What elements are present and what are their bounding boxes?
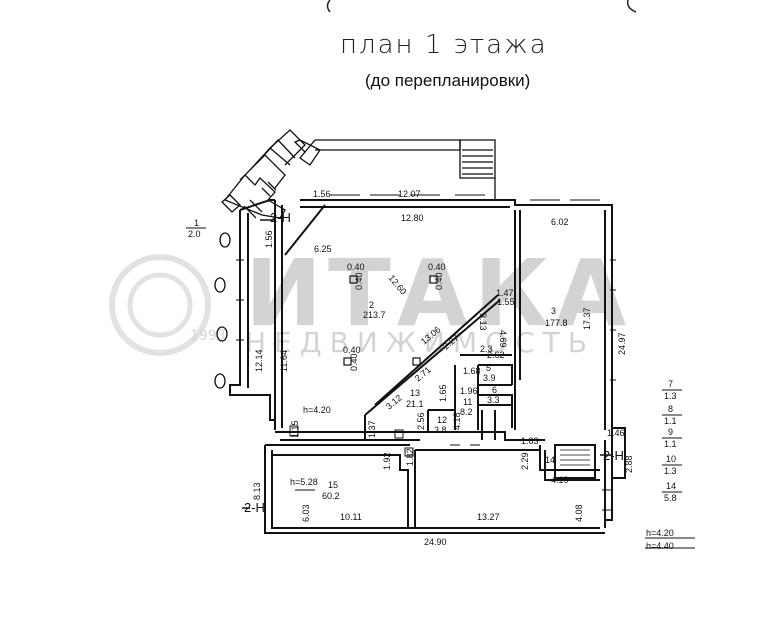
room-num: 12 <box>437 415 447 425</box>
dim-4-69: 4.69 <box>498 330 508 348</box>
room-area: 3.9 <box>483 373 496 383</box>
corner-arc-right <box>626 0 637 13</box>
col-mark: 0.40 <box>354 272 364 290</box>
dim-1-96: 1.96 <box>460 386 478 396</box>
marker-2h-bottom: 2-Н <box>244 500 265 515</box>
room-area: 21.1 <box>406 399 424 409</box>
dim-11-64: 11.64 <box>279 350 289 372</box>
room-num: 13 <box>410 388 420 398</box>
dim-1-55: 1.55 <box>497 297 515 307</box>
dim-2-56: 2.56 <box>416 412 426 430</box>
legend-num: 10 <box>666 454 676 464</box>
col-mark: 0.40 <box>428 262 446 272</box>
legend-area: 1.1 <box>664 439 677 449</box>
dim-4-18: 4.18 <box>452 412 462 430</box>
dim-1-82: 1.82 <box>405 448 415 466</box>
watermark-brand: ИТАКА <box>245 240 632 347</box>
doors <box>289 425 480 457</box>
dim-3-13: 3.13 <box>478 313 488 331</box>
height-basement: h=5.28 <box>290 477 318 487</box>
entrance-staircase <box>221 129 496 219</box>
dim-12-14: 12.14 <box>254 349 264 372</box>
plan-title: план 1 этажа <box>340 30 548 60</box>
dim-1-56-top: 1.56 <box>313 189 331 199</box>
height-main: h=4.20 <box>303 405 331 415</box>
dim-4-19: 4.19 <box>551 475 569 485</box>
dim-1-15: 1.15 <box>290 420 300 438</box>
room-num: 5 <box>486 363 491 373</box>
room-num: 15 <box>328 480 338 490</box>
room-num: 11 <box>463 397 472 407</box>
marker-2h-right: 2-Н <box>603 448 624 463</box>
room-num: 6 <box>492 385 497 395</box>
room-num: 3 <box>551 306 556 316</box>
corner-arc-left <box>326 0 331 13</box>
legend-area: 1.1 <box>664 416 677 426</box>
room-num: 1 <box>194 218 199 228</box>
dim-1-37: 1.37 <box>367 420 377 438</box>
height-legend-b: h=4.40 <box>646 541 674 551</box>
col-mark: 0.40 <box>347 262 365 272</box>
legend-area: 1.3 <box>664 391 677 401</box>
room-area: 3.8 <box>434 425 447 435</box>
legend-num: 8 <box>668 404 673 414</box>
dim-10-11: 10.11 <box>340 512 362 522</box>
legend-num: 9 <box>668 427 673 437</box>
dim-1-65: 1.65 <box>438 384 448 402</box>
watermark-tagline: НЕДВИЖИМОСТЬ <box>245 326 595 359</box>
room-area: 8.2 <box>460 407 473 417</box>
legend-num: 14 <box>666 481 676 491</box>
legend-num: 7 <box>668 379 673 389</box>
dim-6-02: 6.02 <box>551 217 569 227</box>
dim-1-56-left: 1.56 <box>264 230 274 248</box>
dim-24-90: 24.90 <box>424 537 447 547</box>
plan-subtitle: (до перепланировки) <box>365 71 531 90</box>
dim-13-27: 13.27 <box>477 512 500 522</box>
dim-24-97: 24.97 <box>617 332 627 355</box>
col-mark: 0.40 <box>434 272 444 290</box>
dim-17-37: 17.37 <box>582 307 592 330</box>
stair-treads <box>560 449 590 471</box>
dim-6-03: 6.03 <box>301 504 311 522</box>
marker-2h-top: 2-Н <box>270 210 291 225</box>
room-area: 60.2 <box>322 491 340 501</box>
room-area: 2.0 <box>188 229 201 239</box>
dim-1-92: 1.92 <box>382 452 392 470</box>
dim-2-62: 2.62 <box>487 350 505 360</box>
walls <box>229 199 626 534</box>
height-legend-a: h=4.20 <box>646 528 674 538</box>
room-num: 2 <box>369 300 374 310</box>
watermark: ИТАКА НЕДВИЖИМОСТЬ 1993 <box>109 240 632 359</box>
legend-area: 5.8 <box>664 493 677 503</box>
windows <box>236 194 616 511</box>
exterior-columns <box>214 232 231 389</box>
dim-2-29: 2.29 <box>520 452 530 470</box>
dim-1-46: 1.46 <box>607 428 625 438</box>
room-area: 3.3 <box>487 395 500 405</box>
legend-lines <box>186 227 695 549</box>
dim-1-83: 1.83 <box>521 436 539 446</box>
dim-1-68: 1.68 <box>463 366 481 376</box>
room-area: 177.8 <box>545 318 568 328</box>
col-mark: 0.40 <box>349 353 359 371</box>
col-mark: 0.40 <box>343 345 361 355</box>
dim-8-13: 8.13 <box>252 482 262 500</box>
dim-12-80: 12.80 <box>401 213 424 223</box>
internal-columns <box>343 275 438 366</box>
section-marks <box>242 219 612 509</box>
legend-area: 1.3 <box>664 466 677 476</box>
dim-4-08: 4.08 <box>574 504 584 522</box>
dim-2-88: 2.88 <box>624 455 634 473</box>
dim-12-07: 12.07 <box>398 189 421 199</box>
dim-6-25: 6.25 <box>314 244 332 254</box>
watermark-year: 1993 <box>190 328 226 344</box>
room-num: 14 <box>545 455 555 465</box>
dim-1-47: 1.47 <box>496 288 514 298</box>
room-area: 213.7 <box>363 310 386 320</box>
room-area: 2.3 <box>480 344 493 354</box>
